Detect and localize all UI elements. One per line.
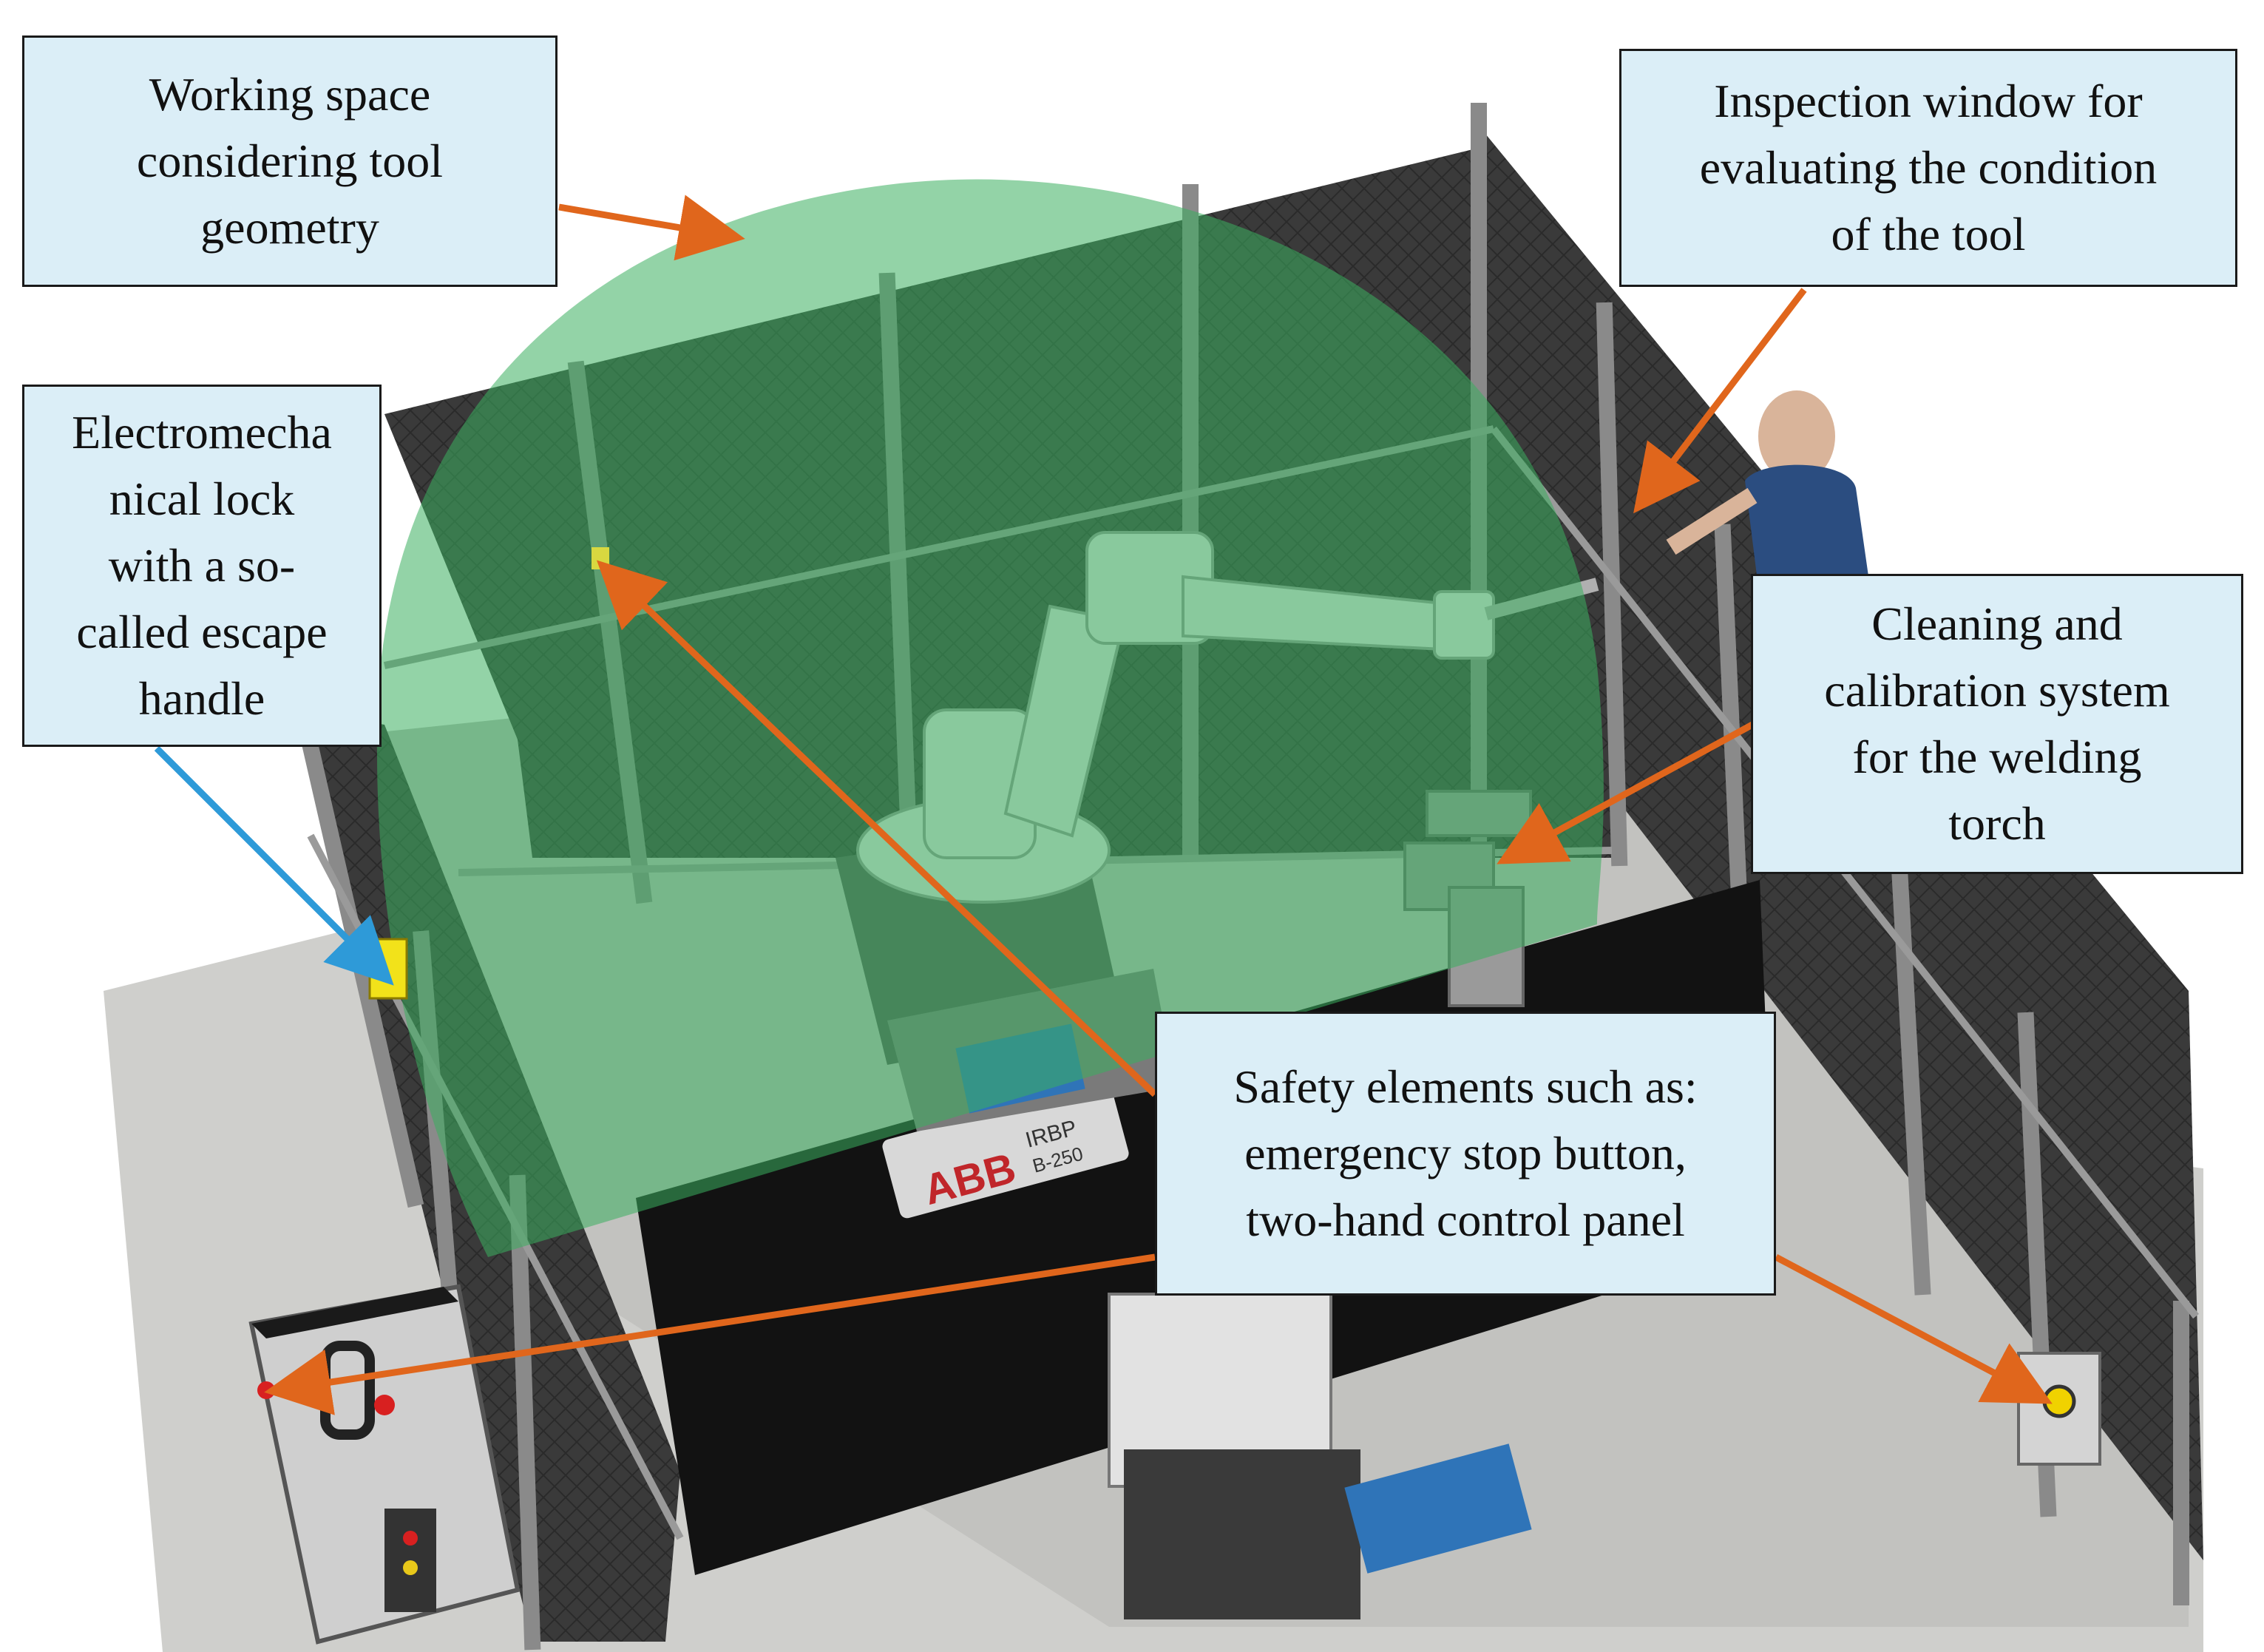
arrow-safety-panel <box>1774 1254 2053 1404</box>
arrow-workspace <box>558 194 745 261</box>
callout-cleaning-system-text: Cleaning and calibration system for the … <box>1824 598 2170 850</box>
lock-indicator <box>592 547 609 569</box>
callout-electromechanical-lock-text: Electromecha nical lock with a so- calle… <box>72 406 332 725</box>
emergency-stop-right <box>2042 1384 2076 1418</box>
arrow-safety-cabinet <box>264 1253 1156 1415</box>
arrow-lock <box>154 745 394 986</box>
arrow-safety-indicator <box>596 560 1158 1097</box>
callout-working-space: Working space considering tool geometry <box>22 35 557 287</box>
emergency-stop-cabinet <box>374 1395 395 1415</box>
abb-plate <box>882 1081 1129 1219</box>
arrow-cleaning <box>1497 722 1755 864</box>
callout-inspection-window: Inspection window for evaluating the con… <box>1619 49 2237 287</box>
callout-safety-elements-text: Safety elements such as: emergency stop … <box>1233 1060 1698 1246</box>
front-positioner-base <box>1124 1449 1360 1619</box>
emergency-stop-left <box>257 1381 275 1399</box>
callout-electromechanical-lock: Electromecha nical lock with a so- calle… <box>22 385 382 747</box>
callout-inspection-window-text: Inspection window for evaluating the con… <box>1699 75 2158 260</box>
cabinet-button-yellow <box>403 1560 418 1575</box>
cabinet-button-red <box>403 1531 418 1546</box>
working-space-dome <box>376 179 1604 1257</box>
callout-safety-elements: Safety elements such as: emergency stop … <box>1155 1012 1776 1296</box>
arrow-inspection <box>1633 288 1807 514</box>
cabinet-top <box>251 1287 458 1338</box>
callout-working-space-text: Working space considering tool geometry <box>136 68 444 254</box>
front-fixture <box>1344 1443 1532 1574</box>
callout-cleaning-system: Cleaning and calibration system for the … <box>1751 574 2243 874</box>
operator-figure <box>1666 390 1871 599</box>
